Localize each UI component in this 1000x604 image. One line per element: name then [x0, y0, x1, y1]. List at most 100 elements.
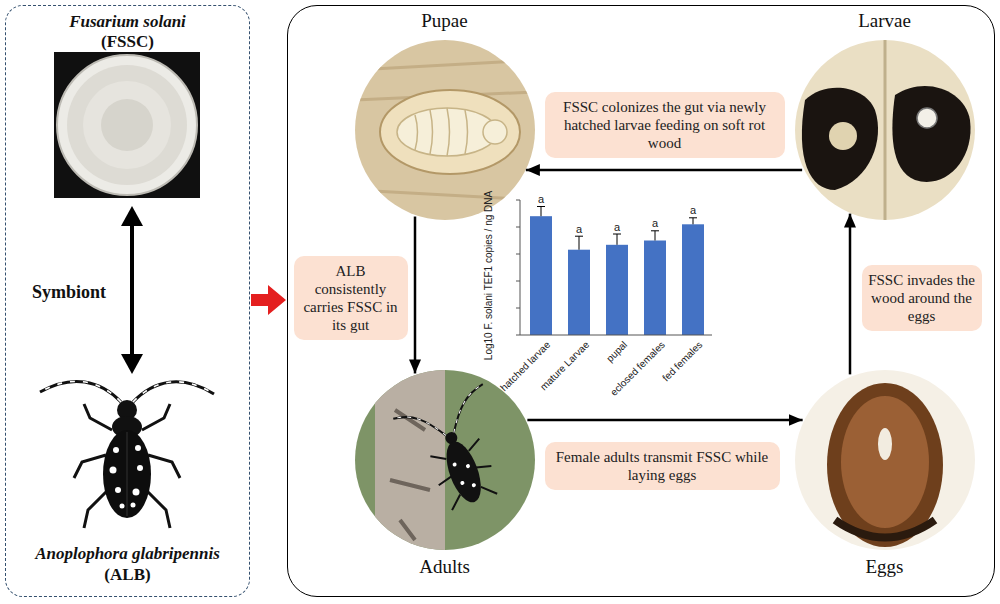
drawing-part [393, 384, 496, 451]
significance-letter: a [652, 217, 658, 229]
process-note: FSSC invades the wood around the eggs [862, 265, 982, 331]
drawing-part [74, 404, 180, 528]
drawing-part [827, 383, 943, 547]
drawing-part [516, 200, 520, 335]
drawing-part [137, 465, 143, 471]
drawing-part [440, 437, 488, 507]
drawing-part [131, 503, 136, 508]
drawing-part [415, 108, 468, 156]
note-text: Female adults transmit FSSC while laying… [550, 448, 775, 484]
drawing-part [644, 241, 666, 336]
drawing-part [878, 428, 892, 460]
adults-circle: Adults [355, 370, 535, 550]
drawing-part [83, 81, 171, 169]
drawing-part [452, 462, 457, 467]
drawing-part [795, 370, 975, 550]
drawing-part [537, 207, 697, 250]
drawing-part [120, 504, 125, 509]
stage-label: Pupae [355, 10, 535, 32]
drawing-part [40, 381, 121, 402]
category-label: fed females [660, 339, 704, 383]
cycle-arrow [526, 169, 802, 172]
note-text: FSSC invades the wood around the eggs [867, 271, 977, 325]
drawing-part [355, 60, 535, 200]
axis-title: Log10 F. solani TEF1 copies / ng DNA [483, 190, 494, 359]
drawing-part [841, 396, 929, 528]
significance-letter: a [690, 204, 696, 216]
drawing-part [115, 487, 121, 493]
bar-chart [516, 200, 712, 335]
drawing-part [355, 370, 535, 550]
panel-text: (FSSC) [6, 32, 249, 52]
drawing-part [133, 382, 214, 402]
cycle-arrow [414, 217, 417, 374]
panel-text: Anoplophora glabripennis [6, 544, 249, 564]
cycle-arrow [527, 419, 802, 422]
petri-dish [54, 52, 200, 198]
stage-label: Adults [355, 556, 535, 578]
drawing-part [67, 65, 187, 185]
pupae-circle: Pupae [355, 40, 535, 220]
adults-photo [355, 370, 535, 550]
stage-label: Larvae [795, 10, 975, 32]
drawing-part [795, 40, 975, 220]
drawing-part [355, 40, 535, 220]
significance-letter: a [538, 193, 544, 205]
drawing-part [606, 245, 628, 335]
panel-text: Symbiont [32, 282, 106, 303]
drawing-part [355, 370, 535, 550]
drawing-part [130, 222, 134, 358]
significance-letter: a [614, 221, 620, 233]
life-cycle-panel: PupaeLarvaeFSSC colonizes the gut via ne… [287, 5, 995, 597]
stage-label: Eggs [795, 556, 975, 578]
drawing-part [54, 52, 200, 198]
category-label: pupal [604, 339, 629, 364]
eggs-photo [795, 370, 975, 550]
drawing-part [530, 216, 552, 335]
drawing-part [917, 108, 937, 128]
drawing-part [135, 445, 141, 451]
process-note: FSSC colonizes the gut via newly hatched… [545, 92, 785, 158]
double-arrow [121, 206, 143, 374]
drawing-part [113, 447, 119, 453]
drawing-part [101, 99, 153, 151]
panel-text: Fusarium solani [6, 12, 249, 32]
larvae-circle: Larvae [795, 40, 975, 220]
drawing-part [375, 370, 445, 550]
cycle-arrow [849, 214, 852, 375]
significance-letter: a [576, 223, 582, 235]
drawing-part [133, 382, 214, 402]
drawing-part [460, 480, 465, 485]
drawing-part [40, 381, 121, 402]
drawing-part [835, 520, 935, 538]
drawing-part [568, 250, 590, 335]
drawing-part [133, 489, 140, 496]
process-note: ALB consistently carries FSSC in its gut [294, 256, 408, 340]
drawing-part [483, 120, 507, 144]
drawing-part [380, 90, 520, 174]
drawing-part [103, 430, 151, 518]
drawing-part [802, 88, 878, 190]
drawing-part [121, 206, 143, 226]
process-note: Female adults transmit FSSC while laying… [545, 442, 780, 490]
drawing-part [57, 55, 197, 195]
drawing-part [465, 464, 470, 469]
drawing-part [884, 40, 887, 220]
drawing-part [520, 335, 712, 336]
note-text: ALB consistently carries FSSC in its gut [299, 262, 403, 334]
flow-arrow [251, 285, 286, 315]
panel-text: (ALB) [6, 565, 249, 585]
drawing-part [795, 370, 975, 550]
beetle-illustration [40, 381, 214, 528]
drawing-part [355, 40, 535, 220]
drawing-part [393, 384, 520, 518]
drawing-part [127, 432, 128, 516]
pupae-photo [355, 40, 535, 220]
symbiont-panel: Fusarium solani(FSSC) SymbiontAnoplophora… [5, 5, 250, 597]
drawing-part [795, 40, 975, 220]
larvae-photo [795, 40, 975, 220]
drawing-part [390, 410, 430, 540]
drawing-part [682, 224, 704, 335]
